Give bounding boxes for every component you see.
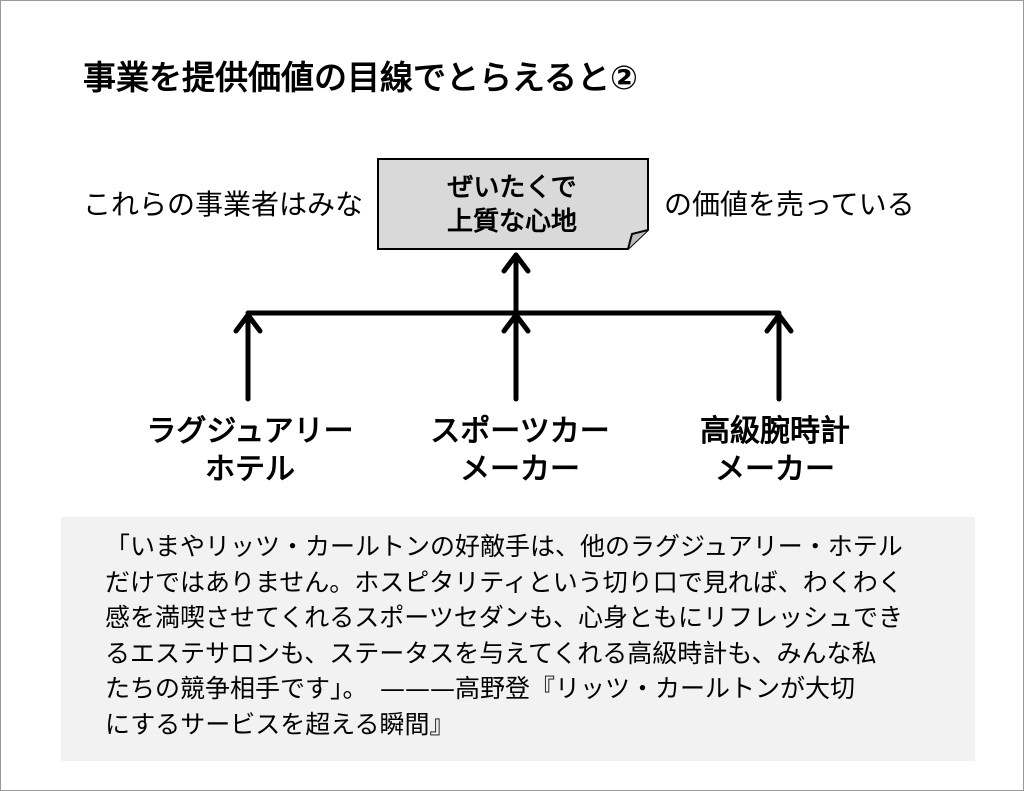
value-prefix-text: これらの事業者はみな: [83, 188, 364, 221]
source-label-line: メーカー: [460, 452, 580, 487]
source-label-line: スポーツカー: [430, 414, 610, 449]
source-label-line: ラグジュアリー: [146, 414, 354, 449]
source-label-line: 高級腕時計: [700, 414, 850, 449]
arrow-left-head: [233, 312, 263, 334]
arrow-right-head: [764, 312, 794, 334]
arrow-center-head: [501, 312, 531, 334]
slide-title: 事業を提供価値の目線でとらえると②: [83, 58, 638, 97]
value-line-2: 上質な心地: [446, 207, 577, 237]
source-luxury-hotel: ラグジュアリー ホテル: [119, 413, 381, 489]
quote-box: [61, 517, 975, 761]
note-fold: [627, 229, 649, 250]
source-label-line: ホテル: [205, 452, 295, 487]
arrow-to-value-head: [501, 252, 531, 274]
source-sports-car-maker: スポーツカー メーカー: [401, 413, 639, 489]
quote-text: 「いまやリッツ・カールトンの好敵手は、他のラグジュアリー・ホテル だけではありま…: [105, 532, 904, 739]
source-luxury-watch-maker: 高級腕時計 メーカー: [665, 413, 885, 489]
connector-diagram: [233, 252, 794, 402]
value-note-text: ぜいたくで 上質な心地: [377, 171, 647, 239]
value-note-shape: [377, 158, 649, 250]
source-label-line: メーカー: [715, 452, 835, 487]
value-line-1: ぜいたくで: [447, 173, 577, 203]
value-suffix-text: の価値を売っている: [664, 188, 915, 221]
